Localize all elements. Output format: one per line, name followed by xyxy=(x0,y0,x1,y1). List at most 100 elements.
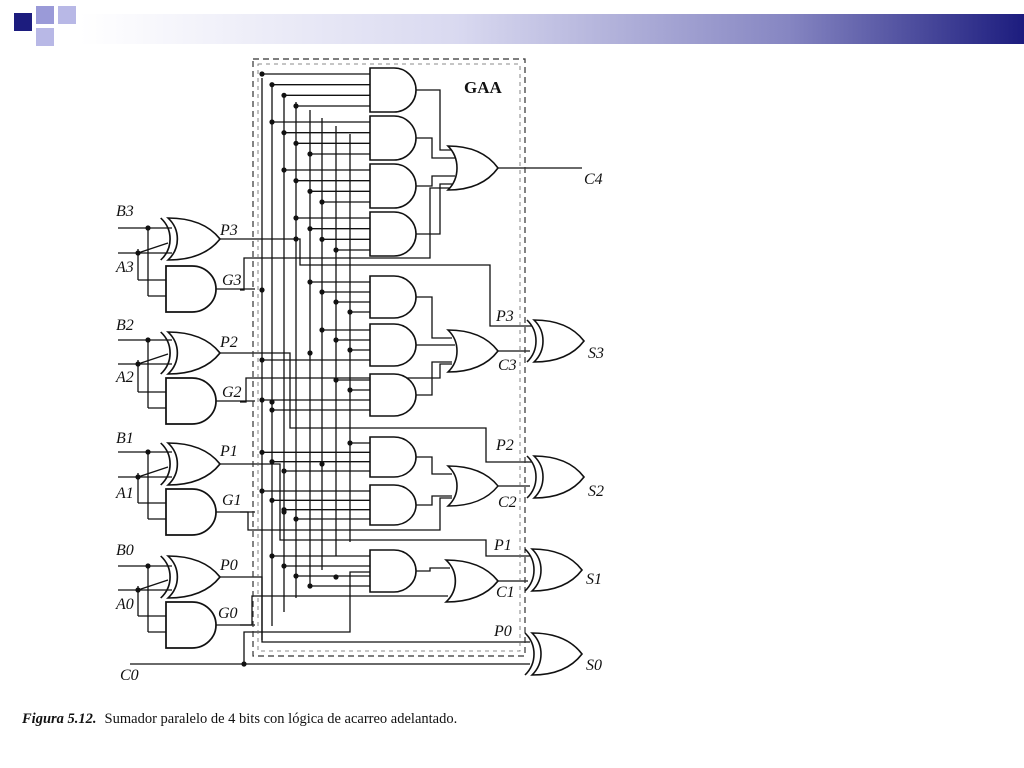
xor-gate-s0 xyxy=(530,632,583,676)
junction-dot xyxy=(145,449,151,455)
xor-gate-s3 xyxy=(532,319,585,363)
junction-dot xyxy=(307,188,313,194)
c0-label: C0 xyxy=(120,667,139,684)
wire xyxy=(416,89,452,151)
input-label-a0: A0 xyxy=(115,596,134,613)
xor-gate-arc xyxy=(524,548,535,592)
c1-label: C1 xyxy=(496,584,515,601)
figure-number: Figura 5.12. xyxy=(22,711,97,727)
junction-dot xyxy=(333,337,339,343)
and-gate-gaa xyxy=(369,115,417,161)
junction-dot xyxy=(269,407,275,413)
junction-dot xyxy=(135,361,141,367)
junction-dot xyxy=(333,299,339,305)
junction-dot xyxy=(281,563,287,569)
junction-dot xyxy=(307,583,313,589)
wire xyxy=(137,242,169,254)
s1-label: S1 xyxy=(586,571,602,588)
junction-dot xyxy=(259,397,265,403)
g3-label: G3 xyxy=(222,272,242,289)
wire xyxy=(416,296,452,339)
and-gate-g1 xyxy=(165,488,217,536)
sum-input-p0: P0 xyxy=(493,623,512,640)
xor-gate-s1 xyxy=(530,548,583,592)
junction-dot xyxy=(259,287,265,293)
wire xyxy=(416,495,452,506)
junction-dot xyxy=(307,350,313,356)
xor-gate-arc xyxy=(526,455,537,499)
junction-dot xyxy=(281,130,287,136)
or-gate-c4 xyxy=(446,145,499,191)
wire xyxy=(255,576,530,643)
junction-dot xyxy=(259,449,265,455)
s3-label: S3 xyxy=(588,345,604,362)
gates xyxy=(160,67,585,676)
input-label-a1: A1 xyxy=(115,485,134,502)
s2-label: S2 xyxy=(588,483,604,500)
xor-gate-arc xyxy=(524,632,535,676)
and-gate-gaa xyxy=(369,211,417,257)
junction-dot xyxy=(281,468,287,474)
junction-dot xyxy=(259,357,265,363)
junction-dot xyxy=(319,327,325,333)
xor-gate-arc xyxy=(160,217,171,261)
and-gate-g3 xyxy=(165,265,217,313)
wire xyxy=(255,352,532,463)
g2-label: G2 xyxy=(222,384,242,401)
junction-dot xyxy=(319,236,325,242)
wire xyxy=(240,187,452,291)
logo-square-light xyxy=(36,28,54,46)
junction-dot xyxy=(293,236,299,242)
junction-dot xyxy=(347,440,353,446)
g0-label: G0 xyxy=(218,605,238,622)
junction-dot xyxy=(347,347,353,353)
junction-dot xyxy=(293,215,299,221)
junction-dot xyxy=(269,459,275,465)
junction-dot xyxy=(333,247,339,253)
or-gate-c3 xyxy=(446,329,499,373)
xor-gate-p0 xyxy=(165,555,222,599)
junction-dot xyxy=(333,377,339,383)
junction-dot xyxy=(281,509,287,515)
c4-label: C4 xyxy=(584,171,603,188)
input-label-b1: B1 xyxy=(116,430,134,447)
wire xyxy=(137,466,169,478)
circuit-diagram: GAA B3 A3 P3 G3 B2 A2 P2 G2 B1 A1 P1 G1 … xyxy=(115,58,604,684)
junction-dot xyxy=(281,92,287,98)
wire xyxy=(137,579,169,591)
and-gate-gaa xyxy=(369,484,417,526)
and-gate-g0 xyxy=(165,601,217,649)
and-gate-g2 xyxy=(165,377,217,425)
and-gate-gaa xyxy=(369,67,417,113)
wire xyxy=(416,137,455,159)
c2-label: C2 xyxy=(498,494,517,511)
junction-dot xyxy=(333,574,339,580)
junction-dot xyxy=(293,178,299,184)
title-bar xyxy=(80,14,1024,44)
wire xyxy=(240,595,448,626)
input-label-a2: A2 xyxy=(115,369,134,386)
p1-label: P1 xyxy=(219,443,238,460)
p0-label: P0 xyxy=(219,557,238,574)
wire xyxy=(416,175,455,187)
junction-dot xyxy=(269,497,275,503)
xor-gate-p3 xyxy=(165,217,222,261)
junction-dot xyxy=(319,461,325,467)
and-gate-gaa xyxy=(369,323,417,367)
junction-dot xyxy=(319,199,325,205)
logo-square-navy xyxy=(14,13,32,31)
xor-gate-s2 xyxy=(532,455,585,499)
sum-input-p2: P2 xyxy=(495,437,514,454)
gaa-outline xyxy=(252,58,526,657)
input-label-a3: A3 xyxy=(115,259,134,276)
input-label-b2: B2 xyxy=(116,317,134,334)
junction-dot xyxy=(145,225,151,231)
wire xyxy=(255,463,530,557)
junction-dot xyxy=(307,151,313,157)
junction-dot xyxy=(307,279,313,285)
junction-dot xyxy=(145,337,151,343)
junction-dot xyxy=(135,587,141,593)
and-gate-gaa xyxy=(369,163,417,209)
caption-text: Sumador paralelo de 4 bits con lógica de… xyxy=(104,711,458,727)
